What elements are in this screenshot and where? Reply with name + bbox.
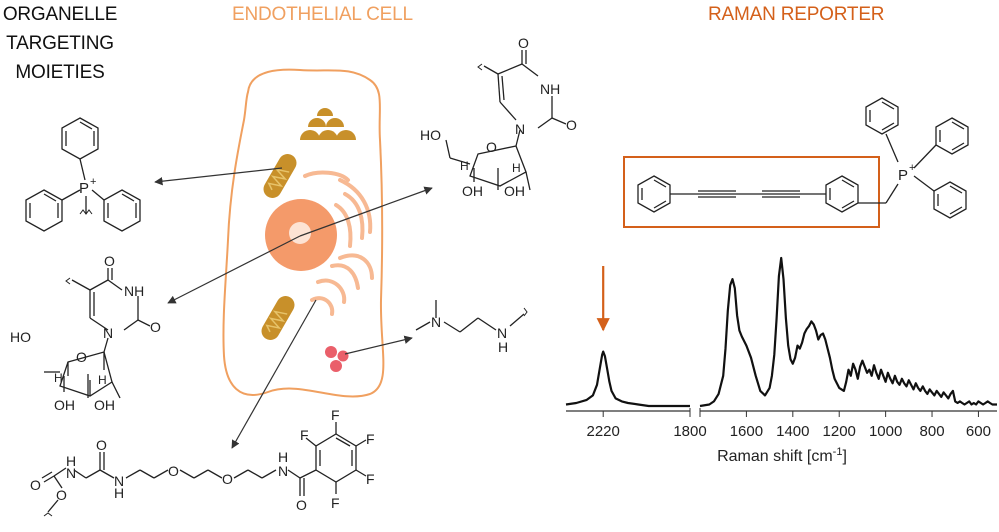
phosphonium-p-label: P [79,180,89,197]
thymidine-o-top: O [518,35,529,51]
uridine-structure-left [44,268,151,399]
header-line-3: MOIETIES [15,62,105,83]
thymidine-h-2: H [512,161,521,175]
linker-amide-o-2: O [296,497,307,513]
x-axis-label: Raman shift [cm-1] [717,446,847,465]
mitochondrion-upper [263,154,297,198]
thymidine-n: N [515,121,525,137]
mitochondrion-lower [261,296,295,340]
thymidine-nh: NH [540,81,560,97]
linker-h-2: H [114,485,124,501]
linker-carbamate-o: O [30,477,41,493]
tick-label: 800 [920,423,945,440]
phosphonium-charge-label: + [90,176,96,188]
thymidine-oh-2: OH [504,183,525,199]
linker-ether-o-1: O [168,463,179,479]
thymidine-o-right: O [566,117,577,133]
thymidine-structure [445,50,567,191]
raman-reporter-header: RAMAN REPORTER [708,4,885,25]
reporter-p-label: P [898,167,908,184]
ribosome-cluster [300,108,356,140]
tick-label: 1800 [673,423,706,440]
fluoro-f-2: F [331,407,340,423]
golgi-apparatus [303,170,374,316]
tick-labels: 2220 1800 1600 1400 1200 1000 800 600 [587,411,991,440]
left-panel-series [565,350,690,408]
reporter-charge-label: + [909,162,915,174]
thymidine-ho: HO [420,127,441,143]
uridine-left-oh-1: OH [54,397,75,413]
cell-membrane [222,68,385,398]
tick-label: 1200 [823,423,856,440]
right-panel-series [699,256,997,408]
thymidine-ring-o: O [486,139,497,155]
fluoro-f-5: F [331,495,340,511]
uridine-left-h-2: H [98,373,107,387]
triphenylphosphonium-structure [25,117,141,232]
raman-reporter-structure [637,97,969,219]
uridine-left-oh-2: OH [94,397,115,413]
arrow-nucleus-to-uridine [167,235,301,304]
tick-label: 1400 [776,423,809,440]
uridine-left-ho: HO [10,329,31,345]
linker-h: H [66,453,76,469]
linker-ester-o: O [56,487,67,503]
reporter-highlight-box [623,156,880,228]
linker-ether-o-2: O [222,471,233,487]
linker-structure [41,422,367,517]
arrow-golgi-to-linker [231,299,317,449]
uridine-left-o-top: O [104,253,115,269]
fluoro-f-1: F [300,427,309,443]
endothelial-cell [222,68,385,398]
amine-n: N [431,314,441,330]
uridine-left-h-1: H [54,371,63,385]
lysosome-vesicles [325,346,349,372]
fluoro-f-3: F [366,431,375,447]
linker-amide-o-1: O [96,437,107,453]
header-line-2: TARGETING [6,33,114,54]
tick-label: 1600 [730,423,763,440]
uridine-left-o-right: O [150,319,161,335]
linker-n-1: N [66,465,76,481]
raman-spectrum-chart: 2220 1800 1600 1400 1200 1000 800 600 Raman shi… [565,256,997,465]
amine-structure [415,300,528,333]
arrow-mito-to-phosphonium [154,167,283,186]
tick-label: 600 [966,423,991,440]
thymidine-oh-1: OH [462,183,483,199]
linker-n-2: N [114,473,124,489]
uridine-left-n: N [103,325,113,341]
arrow-lysosome-to-amine [344,335,413,355]
header-line-1: ORGANELLE [2,4,118,25]
endothelial-cell-header: ENDOTHELIAL CELL [232,4,413,25]
amine-nh-h: H [498,339,508,355]
tick-label: 2220 [587,423,620,440]
tick-label: 1000 [869,423,902,440]
uridine-left-ring-o: O [76,349,87,365]
targeting-arrows [154,167,433,449]
fluoro-f-4: F [366,471,375,487]
uridine-left-nh: NH [124,283,144,299]
organelle-targeting-header: ORGANELLE TARGETING MOIETIES [0,0,120,87]
amine-nh-n: N [497,325,507,341]
arrow-nucleus-to-thymidine [299,186,433,237]
right-spectrum-line [699,256,997,408]
left-spectrum-line [565,350,690,408]
linker-n-3: N [278,463,288,479]
thymidine-h-1: H [460,159,469,173]
linker-n-3-h: H [278,449,288,465]
